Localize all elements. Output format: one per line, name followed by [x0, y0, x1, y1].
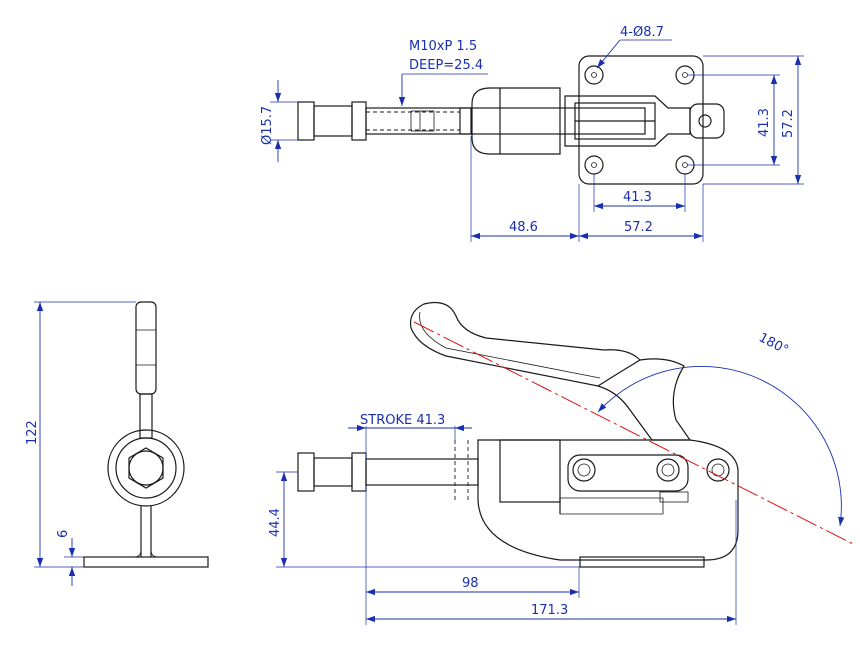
dim-44-4: 44.4	[268, 508, 283, 537]
dim-57-2-vertical: 57.2	[781, 109, 796, 138]
top-plunger-nut	[351, 101, 367, 141]
stroke-label: STROKE 41.3	[360, 413, 445, 428]
top-plunger-hex-end	[297, 101, 315, 141]
top-plunger-rod	[365, 107, 472, 135]
end-base-plate	[83, 556, 209, 568]
angle-label: 180°	[756, 330, 791, 358]
top-handle-linkage	[564, 95, 691, 147]
side-link-bar	[567, 454, 689, 492]
top-mounting-holes	[584, 65, 695, 175]
thread-callout-line2: DEEP=25.4	[409, 58, 483, 73]
end-handle-grip	[135, 301, 157, 395]
top-view: M10xP 1.5 DEEP=25.4 4-Ø8.7 Ø15.7 41.3 57…	[260, 25, 804, 242]
end-view: 122 6	[25, 301, 209, 586]
top-plunger-stud	[313, 105, 353, 137]
dim-57-2-horizontal: 57.2	[624, 220, 653, 235]
dim-171-3: 171.3	[531, 603, 568, 618]
thread-callout-line1: M10xP 1.5	[409, 39, 477, 54]
dim-48-6: 48.6	[509, 220, 538, 235]
side-clamp-body	[477, 439, 739, 561]
dim-6: 6	[56, 530, 71, 538]
side-plunger-hex-end	[297, 452, 315, 492]
end-plunger-ring	[107, 429, 185, 507]
top-base-plate	[578, 55, 704, 185]
side-view: 180° STROKE 41.3 44.4 98 171.3	[268, 301, 856, 625]
side-handle-lever	[409, 301, 641, 387]
dim-41-3-horizontal: 41.3	[623, 190, 652, 205]
dim-122: 122	[25, 420, 40, 445]
dim-41-3-vertical: 41.3	[757, 108, 772, 137]
side-angle-arc	[597, 365, 845, 527]
top-clamp-body	[471, 87, 561, 155]
dim-98: 98	[462, 576, 479, 591]
side-plunger-rod	[365, 458, 479, 486]
side-handle-arm	[597, 358, 692, 441]
side-plunger-stud	[313, 457, 353, 487]
side-plunger-nut	[351, 452, 367, 492]
hole-callout: 4-Ø8.7	[620, 25, 664, 40]
dia-plunger-label: Ø15.7	[260, 106, 275, 145]
side-base-plate	[579, 556, 705, 568]
